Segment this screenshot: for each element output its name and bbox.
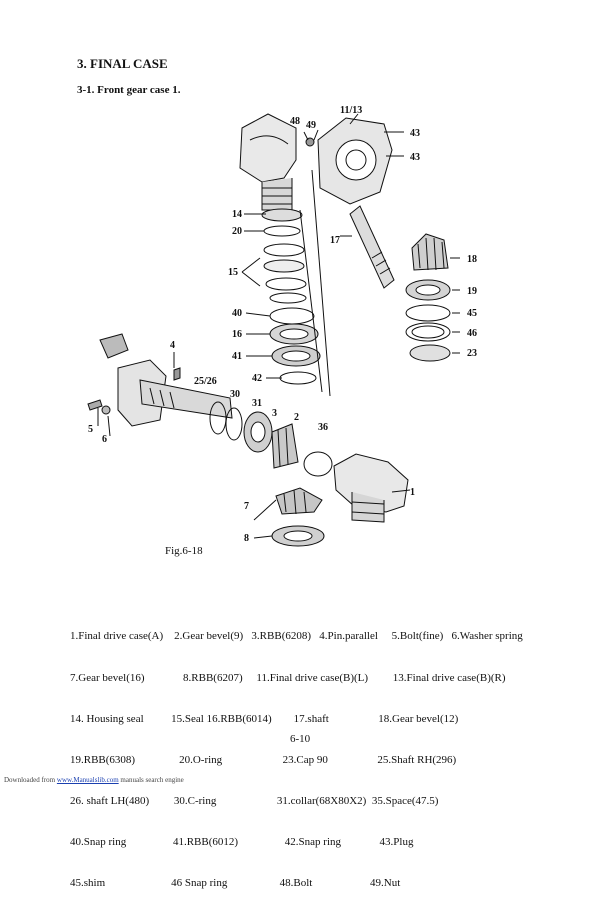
parts-list: 1.Final drive case(A) 2.Gear bevel(9) 3.… <box>70 603 523 904</box>
footer-link[interactable]: www.Manualslib.com <box>56 776 119 784</box>
callout-49: 49 <box>306 120 316 131</box>
callout-16: 16 <box>232 329 242 340</box>
callout-46: 46 <box>467 328 477 339</box>
callout-7: 7 <box>244 501 249 512</box>
callout-30: 30 <box>230 389 240 400</box>
callout-5: 5 <box>88 424 93 435</box>
callout-45: 45 <box>467 308 477 319</box>
footer-prefix: Downloaded from <box>4 776 57 784</box>
callout-14: 14 <box>232 209 242 220</box>
callout-41: 41 <box>232 351 242 362</box>
sub-title: 3-1. Front gear case 1. <box>77 84 181 96</box>
callout-11-13: 11/13 <box>340 105 362 116</box>
figure-caption: Fig.6-18 <box>165 545 203 557</box>
callout-6: 6 <box>102 434 107 445</box>
page-number: 6-10 <box>290 733 311 745</box>
callout-3: 3 <box>272 408 277 419</box>
callout-1: 1 <box>410 487 415 498</box>
callout-2: 2 <box>294 412 299 423</box>
parts-line: 26. shaft LH(480) 30.C-ring 31.collar(68… <box>70 794 439 807</box>
parts-line: 45.shim 46 Snap ring 48.Bolt 49.Nut <box>70 876 401 889</box>
final-drive-case-a <box>333 453 409 523</box>
final-drive-case-b <box>305 117 404 205</box>
callout-23: 23 <box>467 348 477 359</box>
shaft-17 <box>349 205 395 289</box>
callout-4: 4 <box>170 340 175 351</box>
callout-43b: 43 <box>410 152 420 163</box>
callout-43a: 43 <box>410 128 420 139</box>
diagram-callouts: 11/13 48 49 43 43 14 20 17 18 15 19 45 4… <box>88 105 477 544</box>
left-ring-stack <box>261 208 321 385</box>
callout-15: 15 <box>228 267 238 278</box>
footer: Downloaded from www.Manualslib.com manua… <box>4 776 184 784</box>
gear-bevel-18 <box>411 233 449 271</box>
callout-8: 8 <box>244 533 249 544</box>
callout-48: 48 <box>290 116 300 127</box>
left-housing <box>87 333 233 427</box>
section-title: 3. FINAL CASE <box>77 56 168 71</box>
right-ring-stack <box>405 279 451 362</box>
footer-suffix: manuals search engine <box>118 776 184 784</box>
callout-31: 31 <box>252 398 262 409</box>
callout-20: 20 <box>232 226 242 237</box>
callout-40: 40 <box>232 308 242 319</box>
callout-17: 17 <box>330 235 340 246</box>
callout-36: 36 <box>318 422 328 433</box>
callout-19: 19 <box>467 286 477 297</box>
exploded-diagram: 11/13 48 49 43 43 14 20 17 18 15 19 45 4… <box>87 105 477 547</box>
parts-line: 19.RBB(6308) 20.O-ring 23.Cap 90 25.Shaf… <box>70 753 457 766</box>
final-drive-case-upper <box>239 113 297 211</box>
parts-line: 7.Gear bevel(16) 8.RBB(6207) 11.Final dr… <box>70 671 506 684</box>
parts-line: 14. Housing seal 15.Seal 16.RBB(6014) 17… <box>70 712 459 725</box>
parts-line: 1.Final drive case(A) 2.Gear bevel(9) 3.… <box>70 630 523 643</box>
parts-line: 40.Snap ring 41.RBB(6012) 42.Snap ring 4… <box>70 835 414 848</box>
callout-42: 42 <box>252 373 262 384</box>
callout-25-26: 25/26 <box>194 376 217 387</box>
callout-18: 18 <box>467 254 477 265</box>
